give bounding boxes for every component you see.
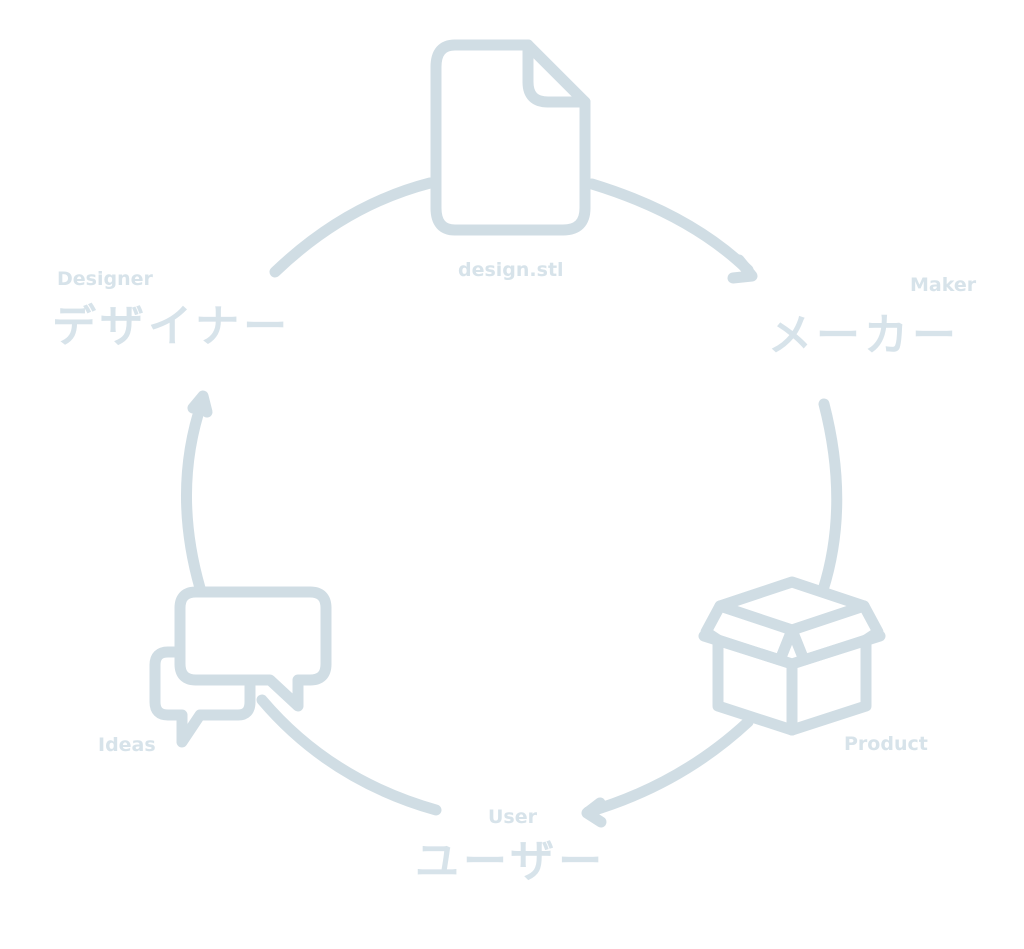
arc-user-to-ideas [256, 694, 442, 816]
arrowhead-designer [187, 390, 213, 418]
arc-designer-to-file [269, 177, 436, 278]
arc-ideas-to-designer [181, 396, 208, 594]
designer-label-en: Designer [57, 268, 153, 290]
maker-label-ja: メーカー [768, 310, 960, 361]
user-label-en: User [488, 806, 537, 828]
arc-file-to-maker [586, 178, 754, 276]
product-label: Product [844, 733, 928, 755]
chat-bubbles-icon [149, 586, 332, 748]
arrowhead-maker [727, 254, 758, 284]
box-icon [698, 576, 886, 736]
ideas-label: Ideas [98, 734, 156, 756]
maker-label-en: Maker [910, 274, 977, 296]
user-label-ja: ユーザー [415, 836, 607, 887]
designer-label-ja: デザイナー [52, 301, 292, 352]
file-label: design.stl [458, 259, 564, 281]
arrowhead-user [581, 797, 607, 828]
document-icon [430, 39, 591, 236]
arc-product-to-user [582, 716, 754, 818]
arc-maker-to-product [817, 398, 843, 596]
